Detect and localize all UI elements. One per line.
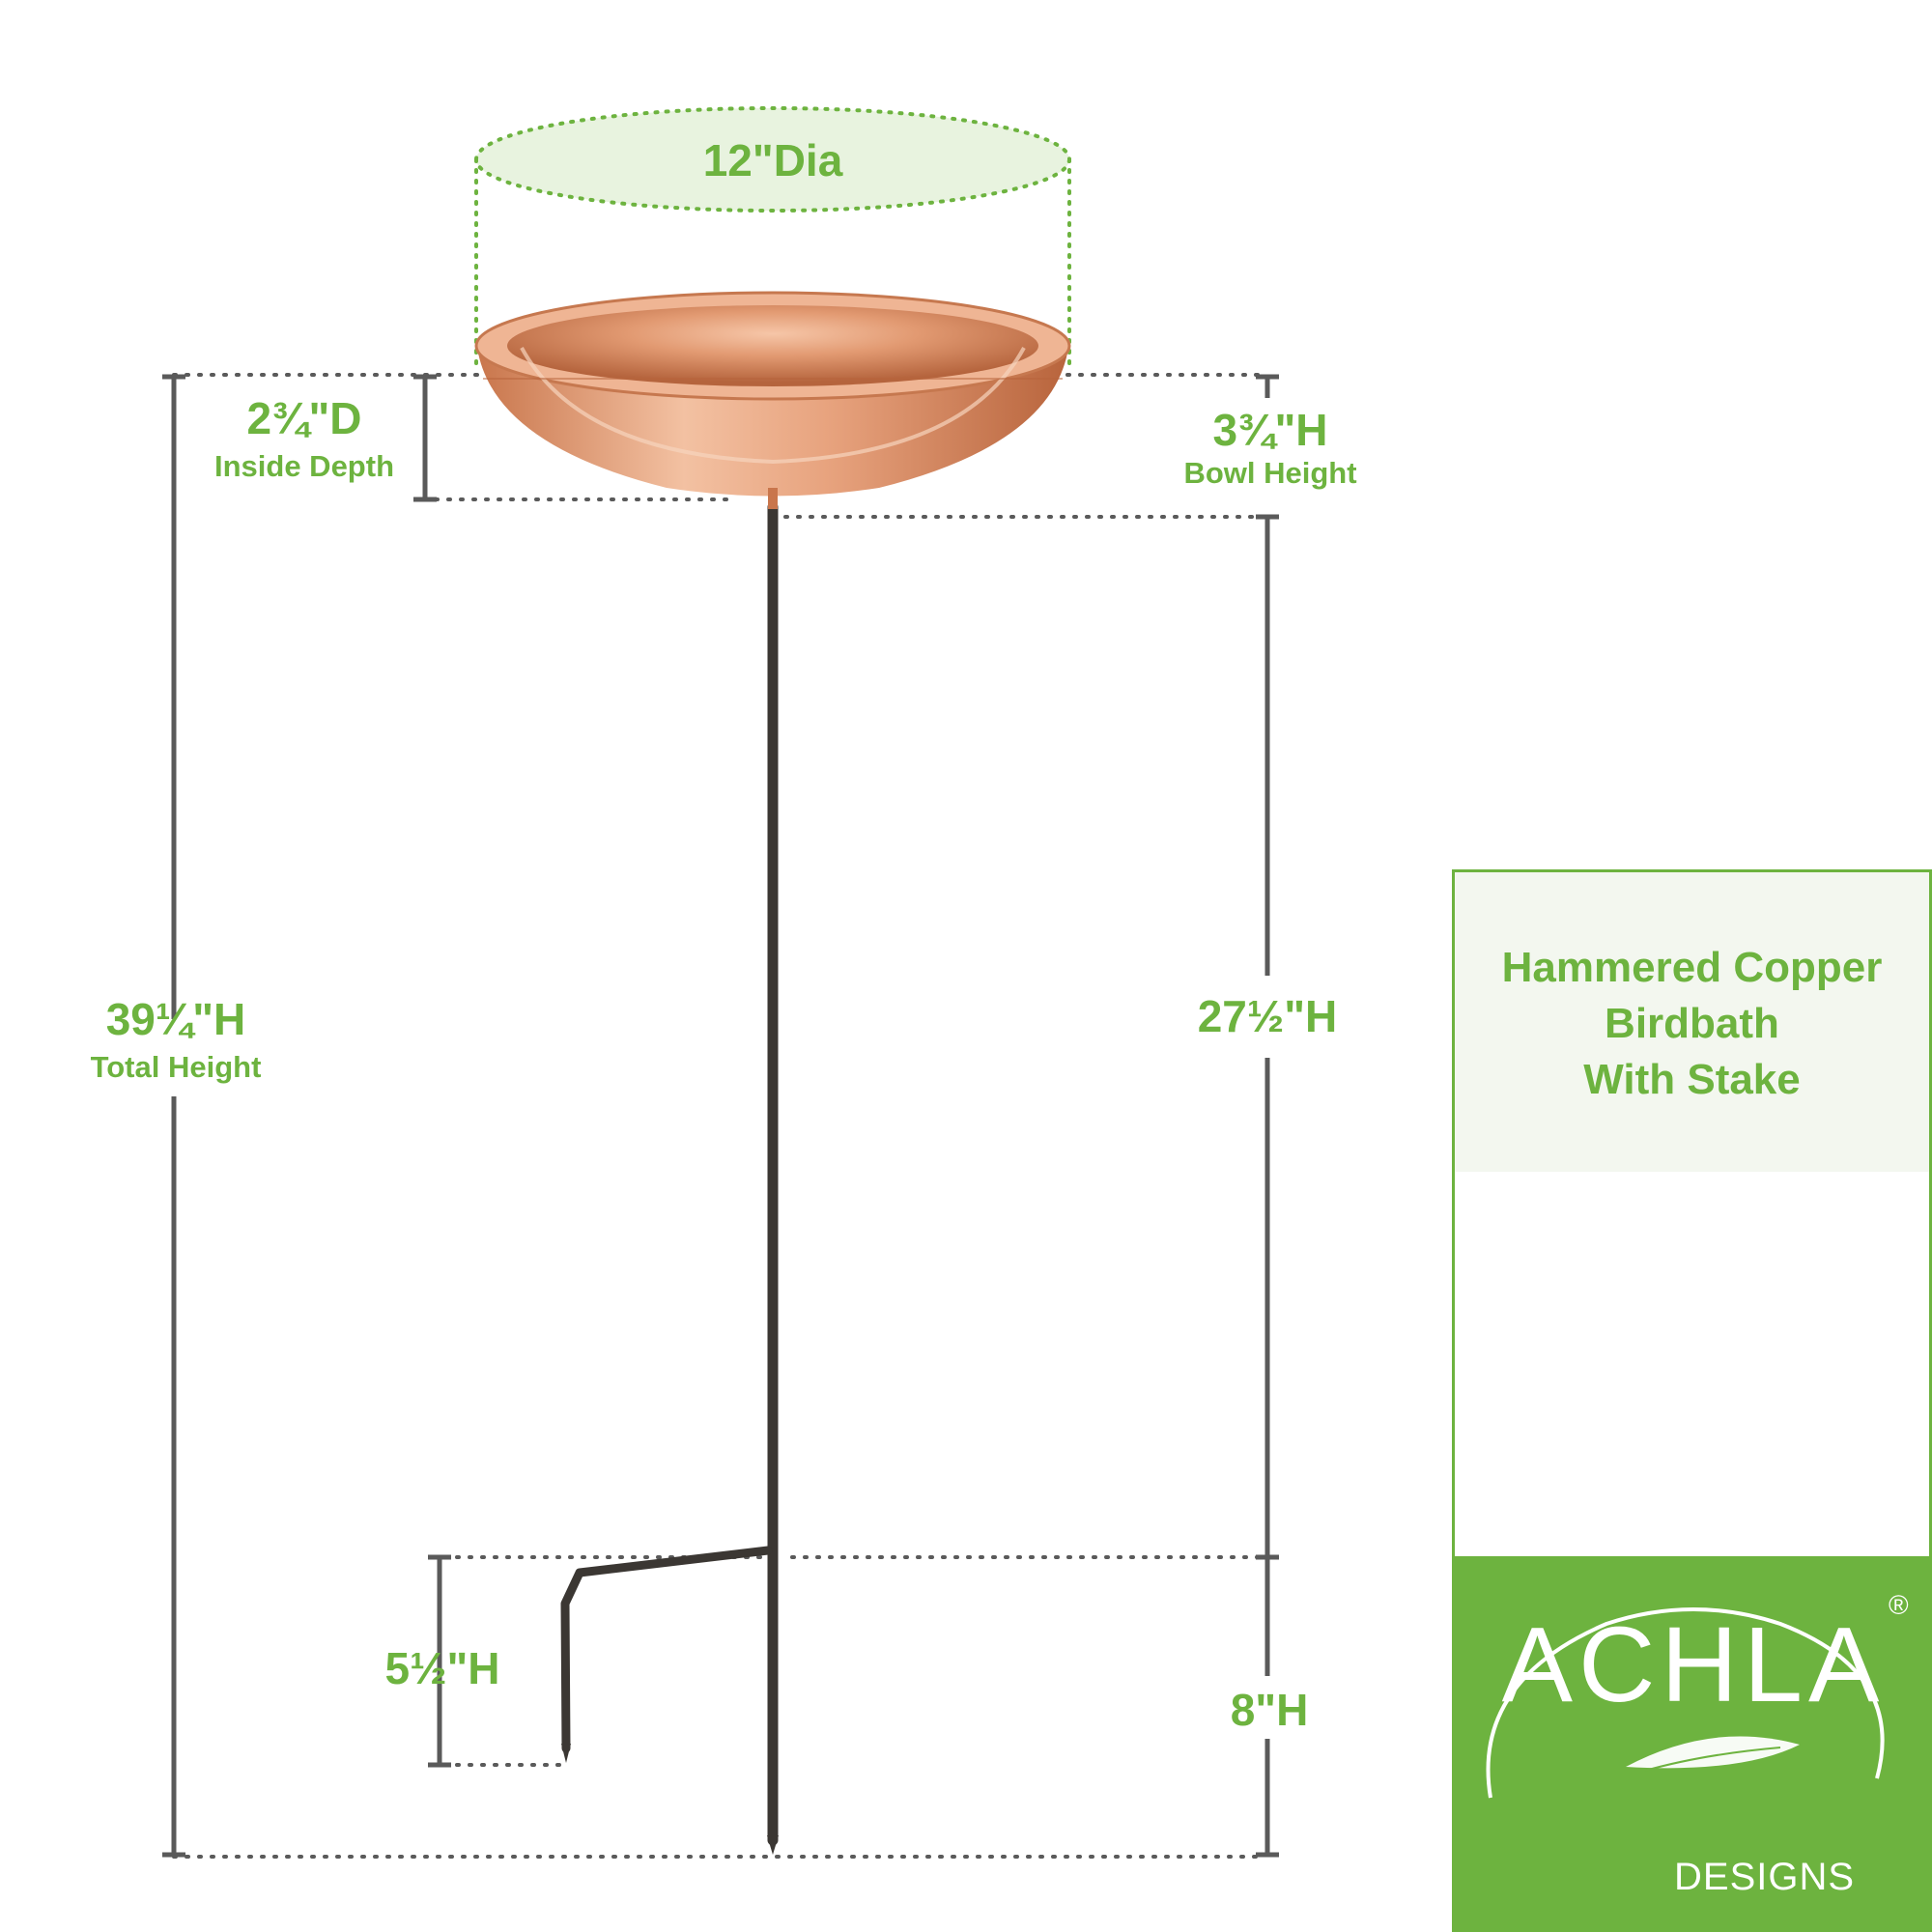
ground-height-value: 8"H <box>1230 1685 1309 1735</box>
product-photo-box <box>1452 1172 1932 1556</box>
brand-sub-text: DESIGNS <box>1674 1856 1856 1898</box>
inside-depth-label: Inside Depth <box>213 449 394 483</box>
copper-bowl <box>474 291 1071 509</box>
diameter-label: 12"Dia <box>702 135 843 185</box>
brand-logo-mark: ACHLA ® <box>1486 1590 1909 1799</box>
brand-registered-mark: ® <box>1889 1590 1909 1620</box>
product-info-panel: Hammered Copper Birdbath With Stake ACHL… <box>1452 869 1932 1932</box>
dimension-lines <box>162 374 1279 1858</box>
total-height-label: Total Height <box>90 1050 262 1084</box>
stake <box>560 501 779 1855</box>
product-title-line-3: With Stake <box>1583 1055 1801 1103</box>
product-title-box: Hammered Copper Birdbath With Stake <box>1452 869 1932 1178</box>
bowl-height-label: Bowl Height <box>1183 456 1357 490</box>
bowl-height-value: 3¾"H <box>1212 405 1328 455</box>
foot-height-value: 5½"H <box>384 1643 500 1693</box>
brand-logo-text: ACHLA <box>1502 1605 1886 1724</box>
leaf-icon <box>1626 1736 1800 1769</box>
product-title-line-2: Birdbath <box>1605 999 1779 1047</box>
brand-logo: ACHLA ® DESIGNS <box>1452 1556 1932 1932</box>
total-height-value: 39¼"H <box>105 994 246 1044</box>
reference-lines <box>172 373 1267 1859</box>
product-title-line-1: Hammered Copper <box>1501 943 1883 991</box>
stake-height-value: 27½"H <box>1197 991 1338 1041</box>
inside-depth-value: 2¾"D <box>246 393 362 443</box>
